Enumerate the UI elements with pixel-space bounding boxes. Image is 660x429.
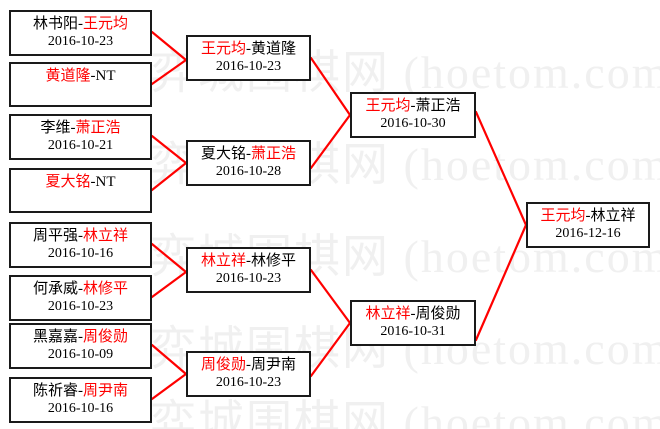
connector-r1m4-r2m2	[150, 161, 188, 192]
match-date: 2016-10-23	[215, 58, 282, 74]
match-box-r1m1[interactable]: 林书阳-王元均 2016-10-23	[9, 10, 152, 56]
match-box-r3m2[interactable]: 林立祥-周俊勋 2016-10-31	[350, 300, 476, 346]
connector-r2m1-r3m1	[309, 56, 352, 117]
connector-r3m2-r4m1	[474, 223, 528, 342]
match-players: 夏大铭-NT	[45, 174, 116, 190]
match-date: 2016-10-09	[47, 346, 114, 362]
match-box-r1m4[interactable]: 夏大铭-NT	[9, 168, 152, 213]
match-box-r1m7[interactable]: 黑嘉嘉-周俊勋 2016-10-09	[9, 323, 152, 369]
match-date: 2016-10-23	[215, 270, 282, 286]
match-players: 周俊勋-周尹南	[200, 356, 297, 373]
connector-r3m1-r4m1	[474, 110, 528, 227]
match-players: 王元均-林立祥	[540, 207, 636, 224]
match-box-r1m3[interactable]: 李维-萧正浩 2016-10-21	[9, 114, 152, 160]
connector-r1m7-r2m4	[150, 343, 188, 376]
connector-r1m8-r2m4	[150, 372, 188, 401]
match-date: 2016-10-16	[47, 400, 114, 416]
match-players: 夏大铭-萧正浩	[200, 145, 297, 162]
match-players: 黄道隆-NT	[45, 68, 116, 84]
match-box-final[interactable]: 王元均-林立祥 2016-12-16	[526, 202, 650, 248]
match-date: 2016-12-16	[555, 225, 621, 241]
match-players: 黑嘉嘉-周俊勋	[32, 328, 129, 345]
match-box-r2m4[interactable]: 周俊勋-周尹南 2016-10-23	[186, 351, 311, 397]
match-box-r2m1[interactable]: 王元均-黄道隆 2016-10-23	[186, 35, 311, 81]
match-date: 2016-10-23	[47, 33, 114, 49]
match-date: 2016-10-21	[47, 137, 114, 153]
match-box-r3m1[interactable]: 王元均-萧正浩 2016-10-30	[350, 92, 476, 138]
match-players: 林立祥-林修平	[200, 252, 297, 269]
match-box-r1m8[interactable]: 陈祈睿-周尹南 2016-10-16	[9, 377, 152, 423]
connector-r1m3-r2m2	[150, 134, 188, 165]
connector-r1m6-r2m3	[150, 270, 188, 299]
match-date: 2016-10-30	[380, 115, 446, 131]
match-players: 周平强-林立祥	[32, 227, 129, 244]
connector-r1m1-r2m1	[150, 30, 188, 62]
match-box-r1m5[interactable]: 周平强-林立祥 2016-10-16	[9, 222, 152, 268]
match-players: 林立祥-周俊勋	[365, 305, 461, 322]
match-date: 2016-10-16	[47, 245, 114, 261]
match-players: 陈祈睿-周尹南	[32, 382, 129, 399]
match-box-r2m2[interactable]: 夏大铭-萧正浩 2016-10-28	[186, 140, 311, 186]
match-players: 林书阳-王元均	[32, 15, 129, 32]
match-date: 2016-10-28	[215, 163, 282, 179]
match-players: 王元均-黄道隆	[200, 40, 297, 57]
connector-r2m3-r3m2	[309, 268, 352, 325]
match-date: 2016-10-23	[47, 298, 114, 314]
connector-r1m2-r2m1	[150, 58, 188, 86]
connector-r1m5-r2m3	[150, 242, 188, 274]
match-players: 王元均-萧正浩	[365, 97, 461, 114]
match-date: 2016-10-31	[380, 323, 446, 339]
match-players: 何承威-林修平	[32, 280, 129, 297]
connector-r2m4-r3m2	[309, 321, 352, 378]
match-box-r1m2[interactable]: 黄道隆-NT	[9, 62, 152, 107]
match-box-r1m6[interactable]: 何承威-林修平 2016-10-23	[9, 275, 152, 321]
match-box-r2m3[interactable]: 林立祥-林修平 2016-10-23	[186, 247, 311, 293]
connector-r2m2-r3m1	[309, 113, 352, 170]
match-players: 李维-萧正浩	[40, 119, 121, 136]
match-date: 2016-10-23	[215, 374, 282, 390]
